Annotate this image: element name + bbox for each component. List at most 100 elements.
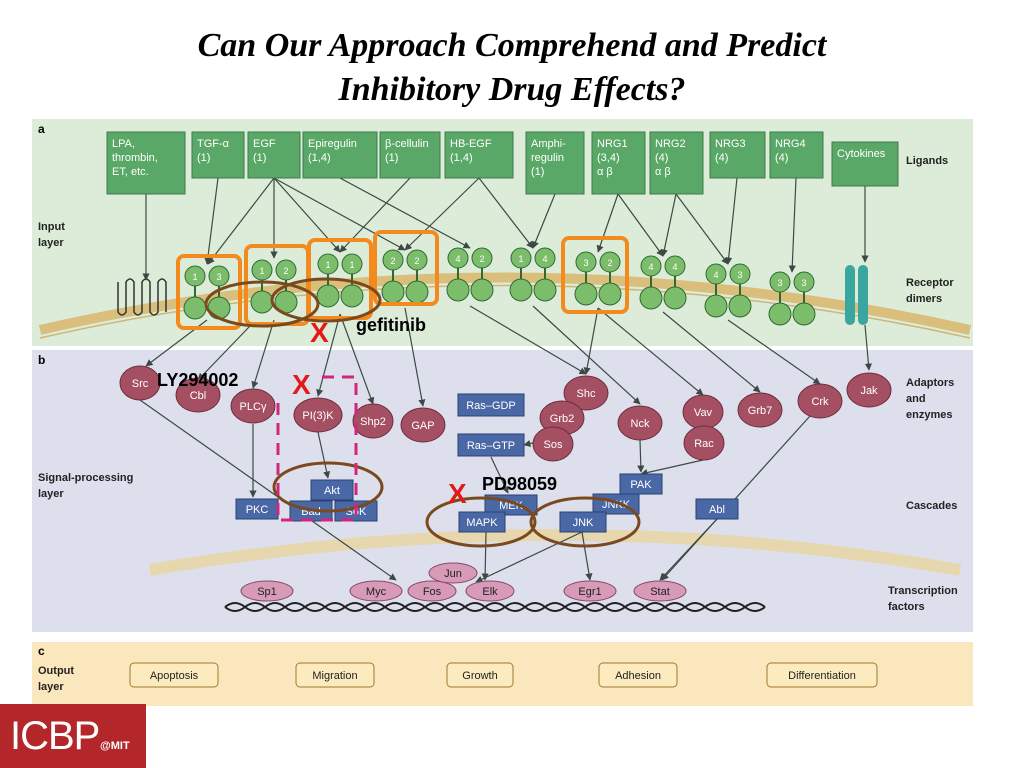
gefitinib-inhibition-mark: X	[310, 317, 329, 348]
logo-text: ICBP	[10, 714, 100, 758]
logo-subtext: @MIT	[100, 740, 130, 752]
ligand-box-amphi	[525, 131, 585, 195]
connection-line-3	[207, 177, 275, 265]
akt-target-ellipse	[272, 461, 384, 513]
ligand-box-lpa	[106, 131, 186, 195]
connection-line-10	[478, 177, 534, 249]
connection-line-6	[273, 177, 406, 251]
output-growth	[446, 662, 514, 688]
tf-elk	[465, 580, 515, 602]
receptor-dimer-3-unit-1-kinase	[316, 284, 340, 308]
ligand-box-amphi-label: Amphi-regulin(1)	[531, 138, 566, 178]
ligand-box-epiregulin-label: Epiregulin(1,4)	[308, 138, 357, 164]
tf-myc	[349, 580, 403, 602]
tf-egr1-label: Egr1	[578, 586, 601, 598]
connection-line-14	[660, 193, 677, 257]
cytokine-receptor-icon	[845, 265, 855, 325]
connection-line-13	[617, 193, 664, 257]
receptor-dimer-2-unit-1-kinase	[250, 290, 274, 314]
tf-elk-label: Elk	[482, 586, 498, 598]
receptor-dimer-10-unit-2-kinase	[792, 302, 816, 326]
output-migration	[295, 662, 375, 688]
ligand-box-lpa-label: LPA,thrombin,ET, etc.	[112, 138, 158, 178]
adaptor-pi-3-k-label: PI(3)K	[302, 410, 334, 422]
ligand-box-nrg2-label: NRG2(4)α β	[655, 138, 686, 178]
receptor-dimer-10-unit-2-label: 3	[801, 278, 806, 288]
connection-line-26	[469, 305, 587, 375]
connection-line-41	[640, 459, 704, 477]
receptor-dimer-3-unit-2-kinase	[340, 284, 364, 308]
output-adhesion-label: Adhesion	[615, 670, 661, 682]
cell-membrane	[38, 272, 972, 335]
tf-egr1	[563, 580, 617, 602]
nuclear-membrane	[148, 529, 962, 576]
receptor-dimer-6-unit-1-label: 1	[518, 254, 523, 264]
gpcr-receptor-icon	[117, 278, 167, 316]
receptor-dimer-8-unit-1-kinase	[639, 286, 663, 310]
connection-line-40	[661, 415, 811, 581]
signal-layer-label: Signal-processing layer	[38, 472, 136, 500]
ligand-box-cytokines-label: Cytokines	[837, 148, 886, 160]
ligand-box-nrg1-label: NRG1(3,4)α β	[597, 138, 628, 178]
ligand-box-nrg3	[709, 131, 766, 179]
ligand-box-cellulin	[379, 131, 441, 179]
ligand-box-tgf	[191, 131, 245, 179]
adaptor-vav-label: Vav	[694, 407, 713, 419]
page-title-line-2: Inhibitory Drug Effects?	[338, 71, 686, 108]
output-layer-label: Output layer	[38, 665, 77, 693]
receptor-dimer-1-unit-2-label: 3	[216, 272, 221, 282]
connection-line-12	[596, 193, 619, 253]
adaptors-label: Adaptors and enzymes	[906, 377, 957, 421]
ly294002-inhibition-mark: X	[292, 369, 311, 400]
receptor-dimer-3-unit-1-label: 1	[325, 260, 330, 270]
ras-box-ras-gtp	[457, 433, 525, 457]
receptor-dimers-label: Receptor dimers	[906, 277, 957, 305]
adaptor-sos-label: Sos	[544, 439, 563, 451]
output-growth-label: Growth	[462, 670, 497, 682]
output-apoptosis	[129, 662, 219, 688]
panel-letter-a: a	[38, 122, 45, 136]
connection-line-30	[662, 311, 761, 393]
connection-line-17	[788, 177, 797, 273]
connection-line-27	[532, 305, 641, 405]
pd98059-inhibition-mark: X	[448, 478, 467, 509]
connection-line-42	[637, 439, 645, 473]
ligand-box-hb-egf	[444, 131, 514, 179]
adaptor-cbl	[175, 377, 221, 413]
connection-line-31	[727, 319, 821, 385]
dna-strand-1	[224, 602, 766, 612]
connection-line-25	[404, 307, 426, 407]
ligand-box-egf-label: EGF(1)	[253, 138, 276, 164]
cascade-abl	[695, 498, 739, 520]
cascade-pak-label: PAK	[630, 479, 652, 491]
receptor-dimer-9-unit-2-kinase	[728, 294, 752, 318]
output-apoptosis-label: Apoptosis	[150, 670, 199, 682]
ligand-box-nrg1	[591, 131, 646, 195]
ligand-box-tgf-label: TGF-α(1)	[197, 138, 230, 164]
output-differentiation-label: Differentiation	[788, 670, 856, 682]
tf-stat	[633, 580, 687, 602]
connection-line-28	[583, 307, 599, 375]
connection-line-19	[864, 324, 873, 371]
connection-line-9	[404, 177, 480, 251]
connection-line-2	[204, 177, 219, 265]
receptor-dimer-1-unit-1-kinase	[183, 296, 207, 320]
pd98059-label: PD98059	[482, 474, 557, 494]
cascade-mapk-label: MAPK	[466, 517, 498, 529]
connection-line-22	[251, 319, 275, 389]
adaptor-shc	[563, 375, 609, 411]
input-layer-label: Input layer	[38, 221, 68, 249]
receptor-dimer-2-unit-1-label: 1	[259, 266, 264, 276]
cascade-pkc-label: PKC	[246, 504, 269, 516]
ligands-label: Ligands	[906, 155, 948, 167]
adaptor-src-label: Src	[132, 378, 149, 390]
receptor-dimer-7-unit-1-label: 3	[583, 258, 588, 268]
adaptor-nck	[617, 405, 663, 441]
connection-line-38	[581, 531, 593, 581]
adaptor-plc-label: PLCγ	[240, 401, 267, 413]
cascade-akt	[310, 479, 354, 501]
adaptor-shp2	[352, 403, 394, 439]
adaptor-rac-label: Rac	[694, 438, 714, 450]
transcription-factors-label: Transcription factors	[888, 585, 961, 613]
